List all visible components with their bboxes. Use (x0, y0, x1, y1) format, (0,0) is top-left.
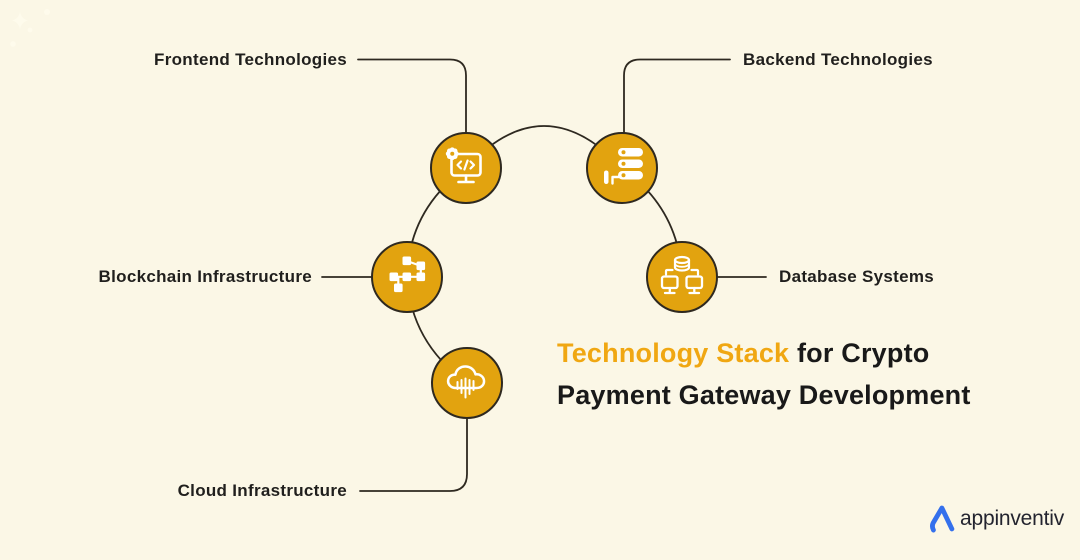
appinventiv-logo: appinventiv (929, 503, 1064, 534)
page-title: Technology Stack for Crypto Payment Gate… (557, 332, 971, 416)
title-line-2: Payment Gateway Development (557, 380, 971, 410)
node-backend (586, 132, 658, 204)
logo-wordmark: appinventiv (960, 506, 1065, 530)
server-stack-icon (604, 148, 643, 185)
label-blockchain-infrastructure: Blockchain Infrastructure (98, 267, 312, 286)
node-cloud (431, 347, 503, 419)
title-highlight: Technology Stack (557, 338, 790, 368)
label-cloud-infrastructure: Cloud Infrastructure (177, 481, 347, 500)
cloud-circuit-icon (446, 365, 486, 399)
label-frontend-technologies: Frontend Technologies (154, 50, 347, 69)
monitor-code-gear-icon (445, 147, 482, 184)
blockchain-network-icon (389, 256, 426, 293)
title-line-1: Technology Stack for Crypto (557, 332, 971, 374)
node-blockchain (371, 241, 443, 313)
label-database-systems: Database Systems (779, 267, 935, 286)
label-backend-technologies: Backend Technologies (743, 50, 933, 69)
appinventiv-a-mark-icon (930, 505, 955, 533)
leader-frontend (357, 58, 467, 135)
node-frontend (430, 132, 502, 204)
leader-backend (623, 58, 731, 135)
gear-glyph (445, 147, 459, 161)
leader-cloud (359, 416, 468, 492)
sparkle-decoration (10, 9, 50, 47)
node-database (646, 241, 718, 313)
title-line-1-rest: for Crypto (789, 338, 930, 368)
database-network-icon (660, 255, 704, 295)
